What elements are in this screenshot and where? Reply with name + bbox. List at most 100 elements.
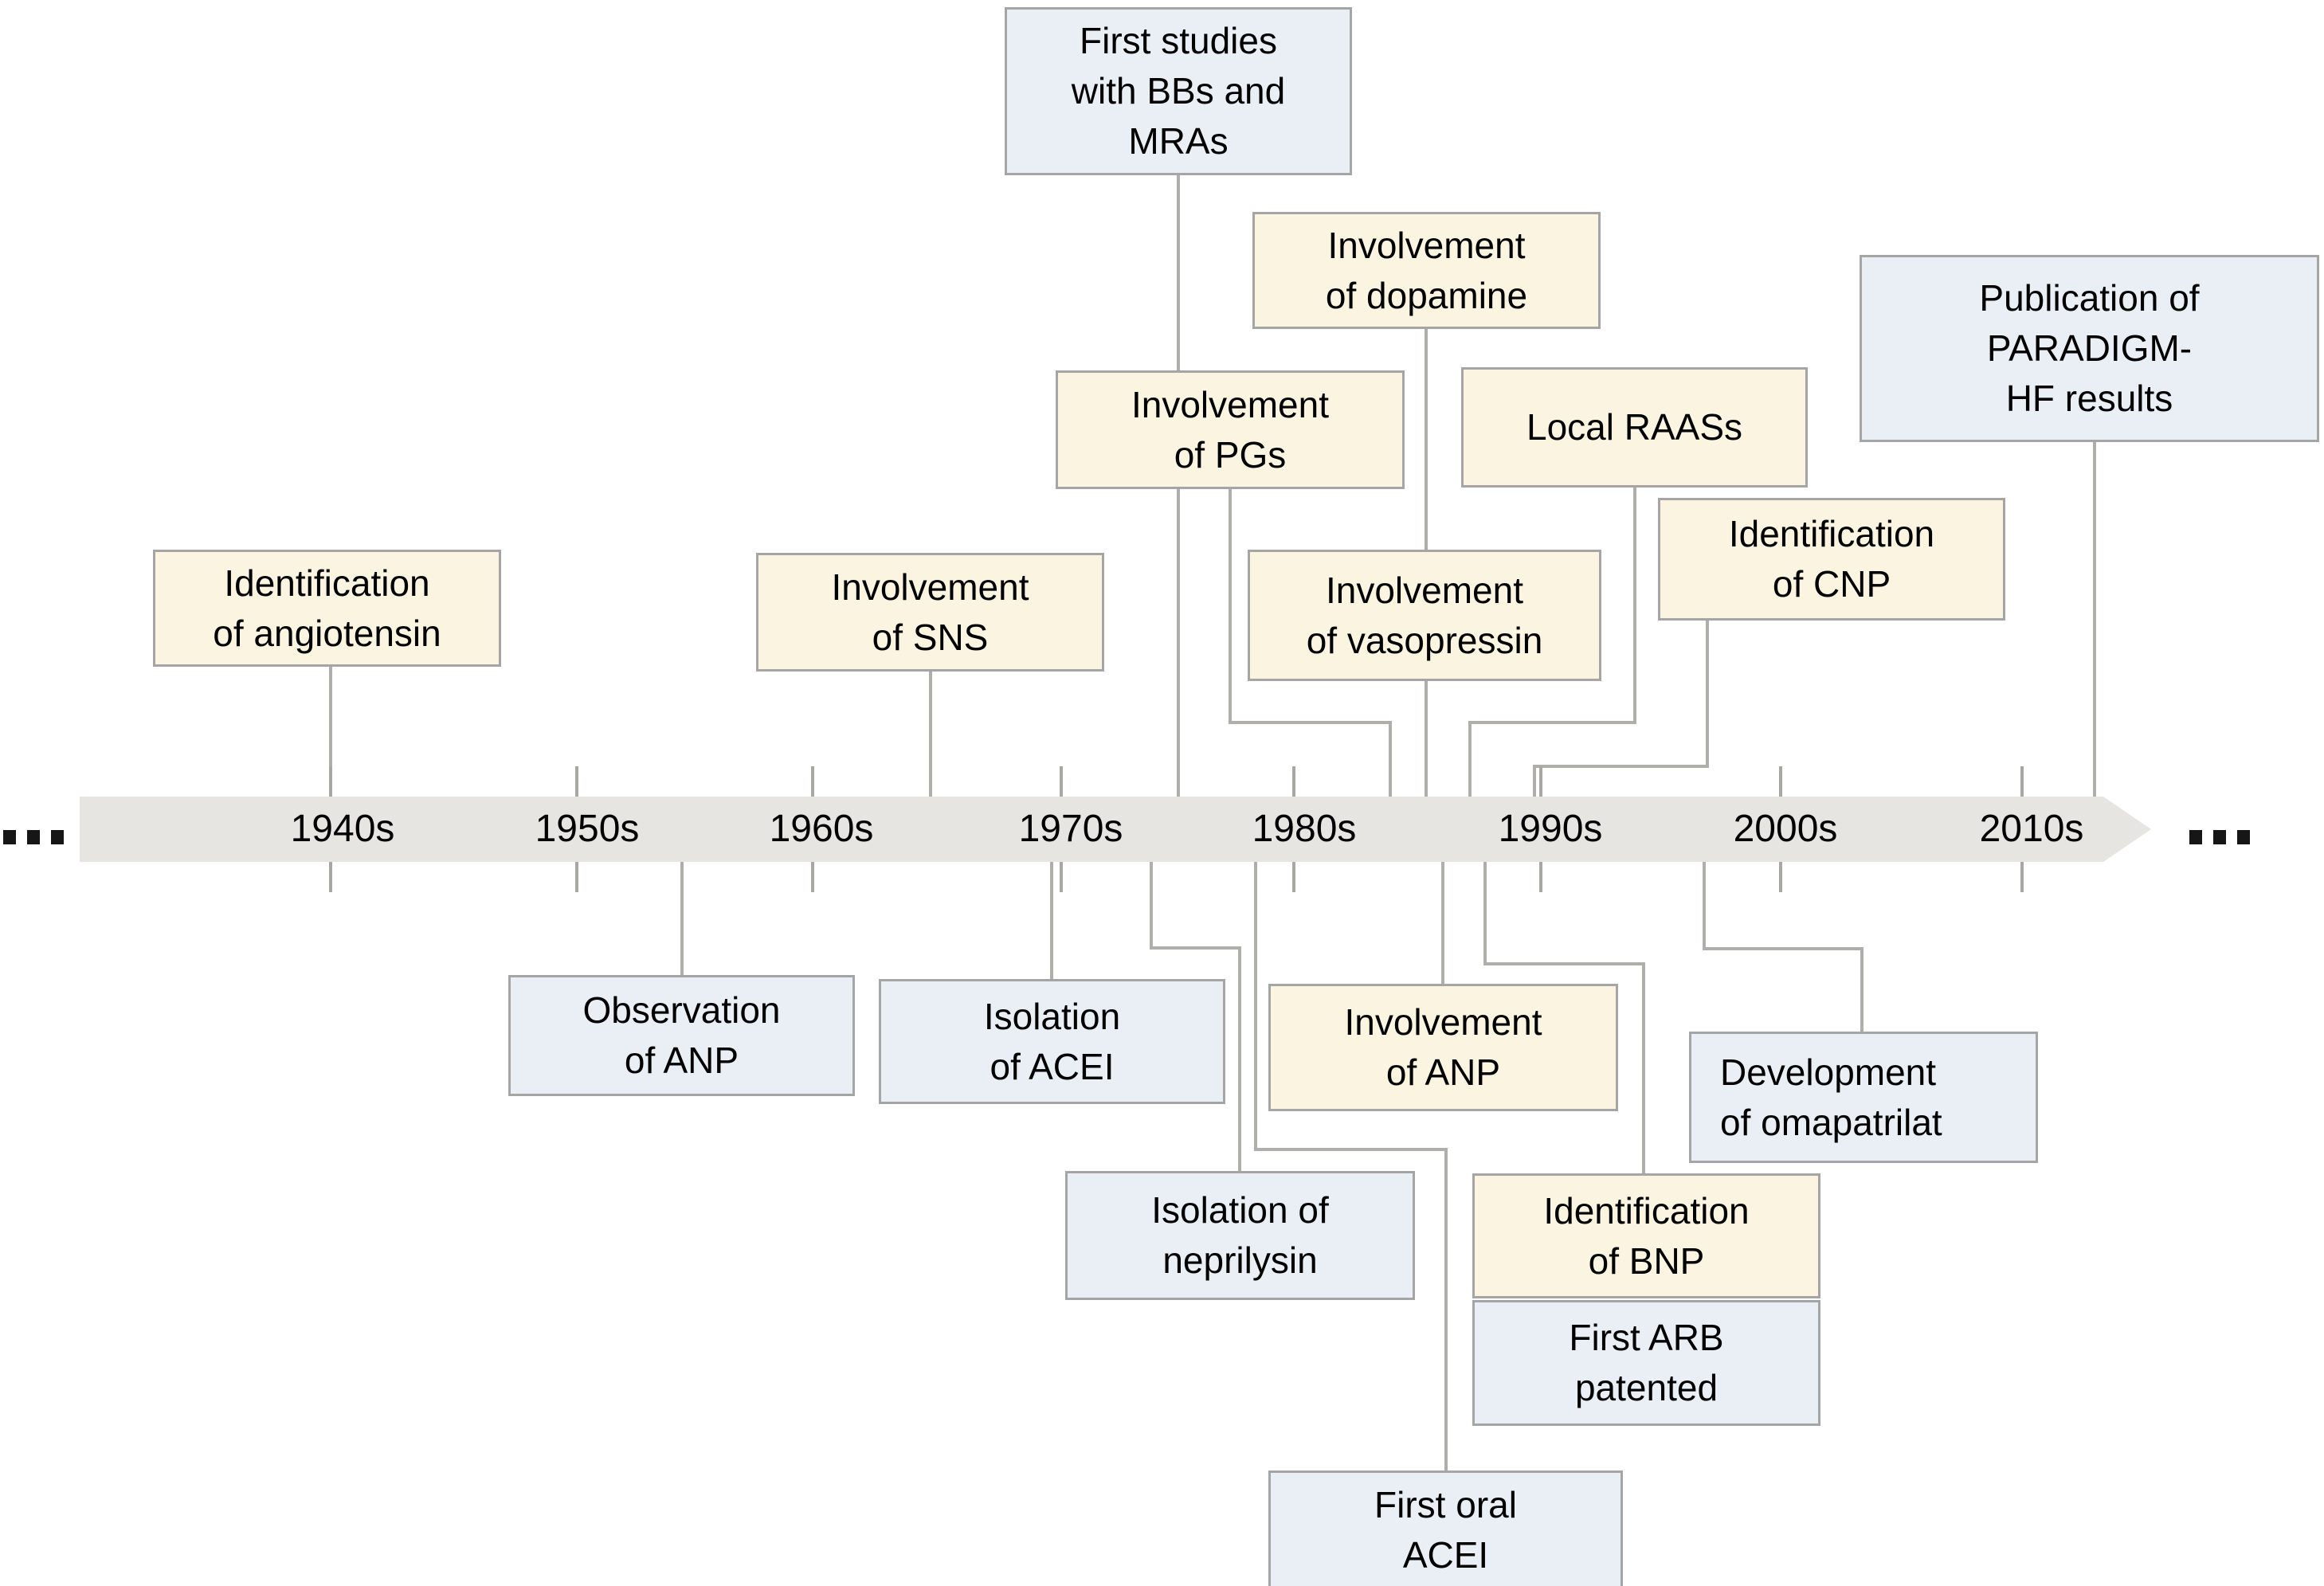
event-box-line: First ARB (1569, 1317, 1724, 1358)
event-box-identification-of-bnp: Identification of BNP (1472, 1173, 1820, 1298)
connector-isolation-of-neprilysin (1238, 946, 1241, 1171)
decade-label-1940s: 1940s (290, 808, 395, 850)
connector-isolation-of-neprilysin (1150, 946, 1241, 950)
event-box-line: First oral (1374, 1484, 1517, 1525)
event-box-line: PARADIGM- (1986, 327, 2193, 369)
event-box-line: Involvement (1325, 569, 1523, 611)
connector-identification-of-cnp (1533, 765, 1709, 768)
connector-involvement-of-sns (929, 672, 932, 797)
connector-identification-of-bnp (1483, 962, 1645, 965)
connector-first-oral-acei (1254, 1148, 1448, 1151)
event-box-line: of dopamine (1325, 274, 1528, 316)
connector-identification-of-cnp (1706, 619, 1709, 768)
timeline-tick (1779, 766, 1782, 797)
event-box-line: ACEI (1402, 1534, 1489, 1576)
event-box-involvement-of-sns: Involvement of SNS (756, 553, 1104, 672)
event-box-line: of vasopressin (1306, 619, 1543, 661)
event-box-line: of CNP (1772, 563, 1891, 605)
event-box-line: Isolation of (1151, 1189, 1329, 1231)
decade-label-1960s: 1960s (769, 808, 874, 850)
event-box-line: Publication of (1979, 277, 2200, 319)
timeline-tick (1539, 766, 1542, 797)
event-box-involvement-of-anp: Involvement of ANP (1268, 984, 1618, 1111)
connector-development-of-omapatrilat (1703, 862, 1706, 949)
event-box-line: Development (1720, 1051, 1937, 1093)
event-box-identification-of-cnp: Identification of CNP (1658, 498, 2005, 621)
decade-label-1970s: 1970s (1018, 808, 1123, 850)
timeline-tick (1779, 862, 1782, 892)
event-box-line: of omapatrilat (1720, 1101, 1942, 1143)
decade-label-2000s: 2000s (1733, 808, 1838, 850)
timeline-tick (575, 862, 578, 892)
event-box-identification-of-angiotensin: Identification of angiotensin (153, 550, 501, 667)
event-box-line: of ANP (624, 1040, 739, 1081)
event-box-line: of SNS (872, 616, 989, 658)
event-box-line: of ANP (1385, 1051, 1501, 1093)
right-ellipsis (2189, 830, 2250, 844)
connector-isolation-of-neprilysin (1150, 862, 1153, 948)
event-box-involvement-of-vasopressin: Involvement of vasopressin (1248, 550, 1601, 681)
connector-identification-of-bnp (1483, 862, 1487, 964)
timeline-tick (1539, 862, 1542, 892)
timeline-tick (1060, 862, 1063, 892)
event-box-line: patented (1574, 1367, 1719, 1408)
timeline-tick (575, 766, 578, 797)
connector-first-oral-acei (1254, 862, 1257, 1149)
connector-identification-of-cnp (1533, 765, 1536, 797)
connector-development-of-omapatrilat (1703, 947, 1864, 950)
event-box-development-of-omapatrilat: Development of omapatrilat (1689, 1032, 2038, 1163)
event-box-local-raass: Local RAASs (1461, 367, 1808, 488)
connector-local-raass (1633, 486, 1636, 724)
event-box-involvement-of-dopamine: Involvement of dopamine (1252, 212, 1601, 329)
event-box-line: Observation (582, 989, 781, 1031)
event-box-line: Involvement (1327, 224, 1526, 266)
event-box-line: Involvement (1344, 1001, 1542, 1043)
decade-label-2010s: 2010s (1979, 808, 2084, 850)
connector-first-oral-acei (1444, 1148, 1448, 1470)
left-ellipsis (3, 830, 64, 844)
event-box-isolation-of-neprilysin: Isolation of neprilysin (1065, 1171, 1415, 1300)
event-box-line: Identification (1543, 1189, 1750, 1232)
timeline-tick (329, 862, 332, 892)
timeline-tick (811, 862, 814, 892)
timeline-tick (1292, 862, 1295, 892)
event-box-line: Identification (224, 562, 430, 604)
connector-publication-of-paradigm-hf (2093, 441, 2096, 797)
event-box-line: neprilysin (1162, 1239, 1318, 1281)
connector-local-raass (1468, 721, 1472, 797)
decade-label-1950s: 1950s (535, 808, 640, 850)
timeline-tick (811, 766, 814, 797)
timeline-tick (2020, 766, 2024, 797)
connector-identification-of-bnp (1642, 962, 1645, 1173)
connector-isolation-of-acei (1050, 862, 1053, 979)
timeline-band-arrow (80, 797, 2151, 862)
event-box-line: of ACEI (990, 1045, 1115, 1087)
connector-development-of-omapatrilat (1860, 947, 1864, 1032)
timeline-tick (2020, 862, 2024, 892)
connector-involvement-of-pgs (1229, 721, 1392, 724)
event-box-line: of PGs (1174, 433, 1287, 476)
timeline-tick (1060, 766, 1063, 797)
event-box-first-arb-patented: First ARB patented (1472, 1300, 1820, 1426)
connector-involvement-of-anp (1441, 862, 1444, 984)
timeline-tick (329, 766, 332, 797)
connector-involvement-of-pgs (1229, 488, 1232, 724)
event-box-isolation-of-acei: Isolation of ACEI (879, 979, 1225, 1104)
event-box-line: Identification (1728, 513, 1935, 554)
event-box-line: Local RAASs (1526, 406, 1742, 448)
timeline-tick (1292, 766, 1295, 797)
connector-local-raass (1468, 721, 1636, 724)
event-box-line: Isolation (983, 995, 1121, 1037)
event-box-line: of angiotensin (213, 612, 441, 654)
event-box-line: Involvement (1131, 383, 1329, 425)
event-box-line: First studies (1080, 20, 1277, 61)
event-box-line: of BNP (1588, 1239, 1705, 1282)
decade-label-1980s: 1980s (1252, 808, 1357, 850)
event-box-observation-of-anp: Observation of ANP (508, 975, 855, 1096)
event-box-line: Involvement (831, 566, 1029, 608)
event-box-line: MRAs (1128, 120, 1229, 162)
